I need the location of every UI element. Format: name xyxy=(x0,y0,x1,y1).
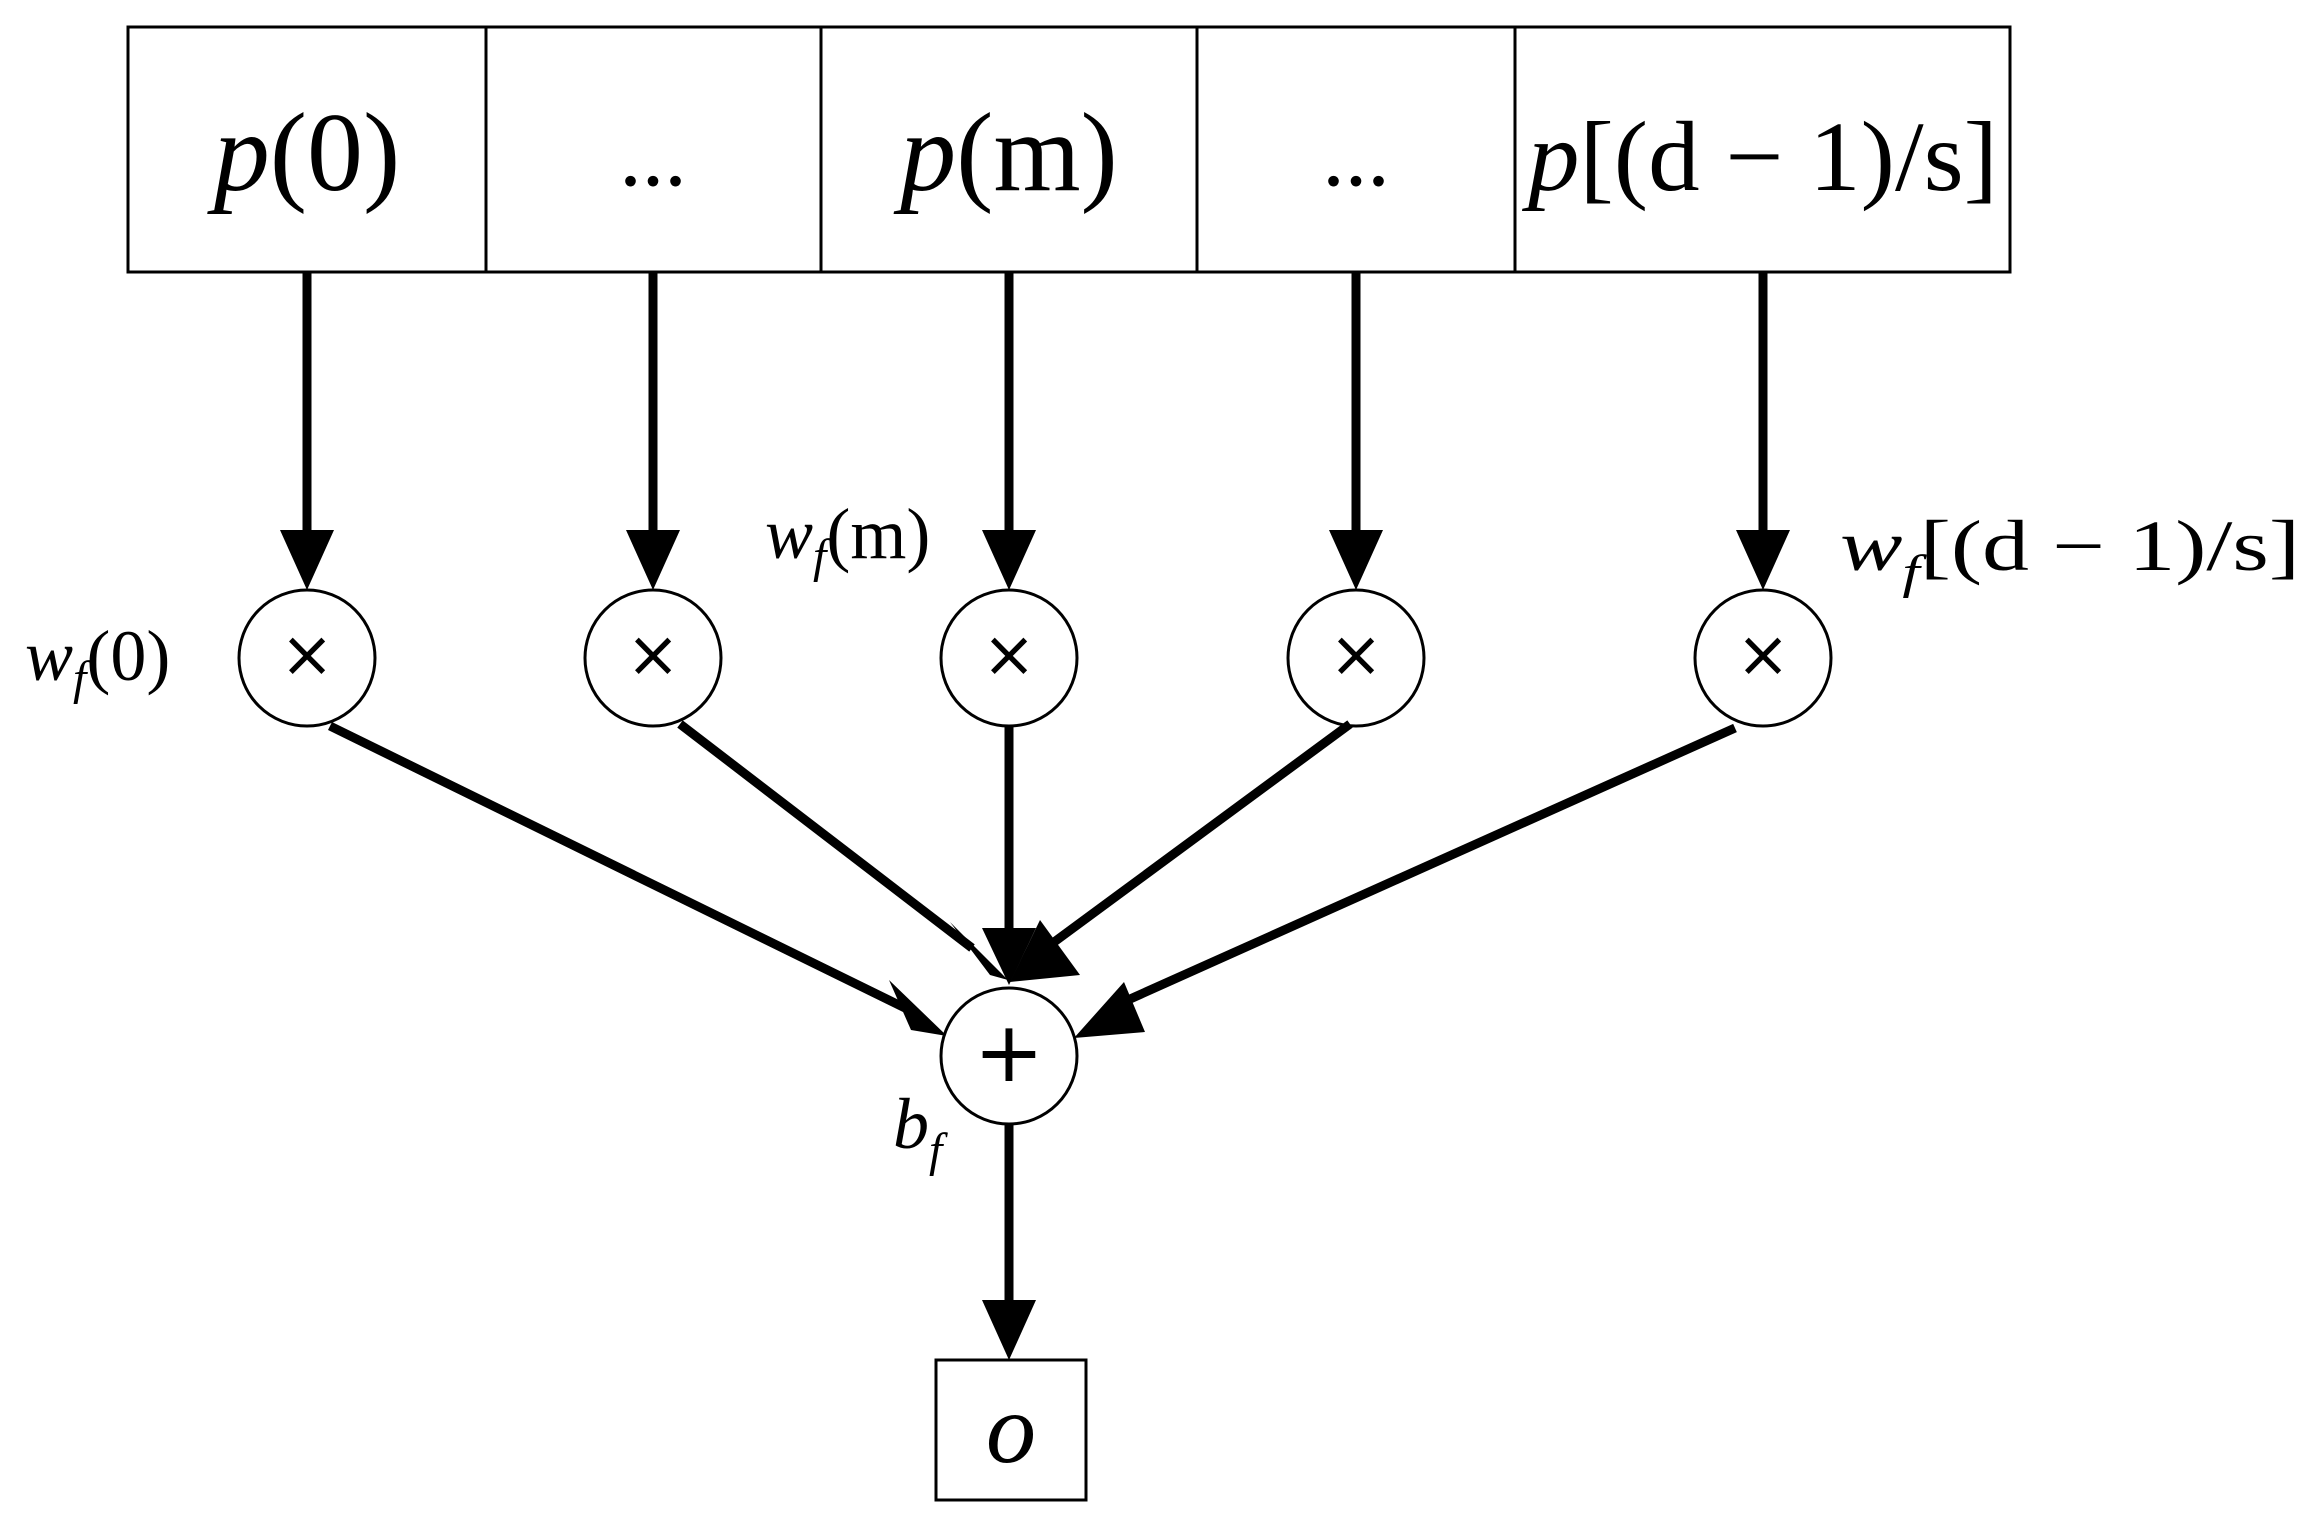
multiply-icon: × xyxy=(1736,618,1790,692)
output-box xyxy=(934,1358,1088,1502)
input-cell-3-ellipsis: ... xyxy=(1322,106,1390,205)
sum-arrows xyxy=(328,720,1737,1038)
multiplier-node-4 xyxy=(1693,588,1833,728)
multiplier-nodes: × × × × × xyxy=(237,588,1833,728)
input-cell-1 xyxy=(484,25,823,274)
input-cell-1-ellipsis: ... xyxy=(619,106,687,205)
bias-label: bf xyxy=(893,1084,948,1177)
arrowhead-mult-1 xyxy=(950,922,1008,980)
input-vector: p(0) ... p(m) ... p[(d − 1)/s] xyxy=(126,25,2012,274)
weight-label-m: wf(m) xyxy=(765,494,930,583)
multiply-icon: × xyxy=(1329,618,1383,692)
input-cell-0 xyxy=(126,25,488,274)
arrowhead-input-4 xyxy=(1736,530,1790,590)
arrow-mult-0-to-sum xyxy=(328,721,907,1013)
input-cell-4-label: p[(d − 1)/s] xyxy=(1522,101,1998,212)
arrowhead-input-1 xyxy=(626,530,680,590)
input-cell-4 xyxy=(1513,25,2012,274)
multiplier-node-0 xyxy=(237,588,377,728)
input-cell-2 xyxy=(819,25,1199,274)
weight-label-0: wf(0) xyxy=(25,616,170,705)
output-box-group: o xyxy=(934,1358,1088,1502)
multiply-icon: × xyxy=(982,618,1036,692)
arrowhead-input-3 xyxy=(1329,530,1383,590)
input-arrows xyxy=(280,272,1790,590)
arrowhead-input-0 xyxy=(280,530,334,590)
arrowhead-mult-0 xyxy=(889,980,947,1036)
arrowhead-mult-2 xyxy=(982,928,1036,985)
arrow-mult-4-to-sum xyxy=(1108,723,1737,1013)
multiply-icon: × xyxy=(280,618,334,692)
input-cell-3 xyxy=(1195,25,1517,274)
arrowhead-mult-4 xyxy=(1074,982,1145,1038)
multiply-icon: × xyxy=(626,618,680,692)
output-label: o xyxy=(986,1373,1036,1484)
plus-icon: + xyxy=(974,1003,1044,1101)
arrowhead-mult-3 xyxy=(1010,920,1080,982)
arrow-mult-3-to-sum xyxy=(1043,720,1353,952)
output-arrow xyxy=(982,1124,1036,1360)
input-cell-0-label: p(0) xyxy=(207,91,401,215)
multiplier-node-1 xyxy=(583,588,723,728)
arrow-mult-1-to-sum xyxy=(677,720,975,952)
arrowhead-input-2 xyxy=(982,530,1036,590)
sum-node-group: + bf xyxy=(893,986,1079,1177)
arrowhead-output xyxy=(982,1300,1036,1360)
input-cell-2-label: p(m) xyxy=(893,91,1118,215)
multiplier-node-3 xyxy=(1286,588,1426,728)
